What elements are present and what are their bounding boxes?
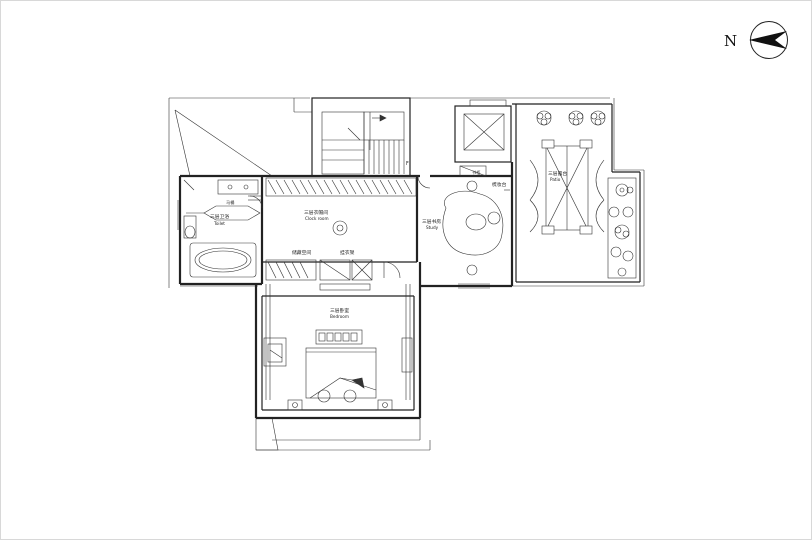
hanging-closet-label: 挂衣架	[340, 249, 355, 256]
nightstand-right	[377, 399, 393, 411]
compass-needle	[749, 31, 787, 49]
roof-outline	[168, 97, 645, 451]
bed	[305, 347, 377, 403]
toilet-label-en: Toilet	[213, 221, 225, 226]
study-label-cn: 三层书房	[422, 218, 441, 225]
study: 书柜 三层书房 Study 梳妆台	[422, 165, 510, 276]
walls	[177, 97, 641, 420]
study-top-label: 书柜	[472, 169, 480, 176]
patio: 三层露台 Patio	[529, 110, 637, 279]
study-label-en: Study	[426, 225, 439, 230]
stair-label: F	[406, 161, 409, 167]
toilet-top-label: 马桶	[226, 199, 234, 206]
bedroom: 三层卧室 Bedroom	[263, 307, 413, 411]
cloakroom-label-en: Clock room	[305, 216, 329, 221]
patio-label-cn: 三层露台	[548, 170, 567, 177]
toilet-room: 马桶 三层卫浴 Toilet	[183, 179, 263, 278]
cloakroom: 三层衣帽间 Clock room 储藏空间 挂衣架	[265, 175, 431, 291]
cloakroom-label-cn: 三层衣帽间	[304, 209, 328, 216]
bedroom-label-cn: 三层卧室	[330, 307, 349, 314]
patio-label-en: Patio	[550, 177, 561, 182]
dressing-table-label: 梳妆台	[492, 181, 507, 188]
nightstand-left	[287, 399, 303, 411]
headboard-cabinet	[315, 329, 363, 345]
north-arrow: N	[724, 21, 788, 59]
wardrobe-hangers	[267, 179, 413, 195]
storage-space-label: 储藏空间	[292, 249, 311, 256]
armchair	[263, 337, 287, 367]
tv-cabinet	[401, 337, 413, 373]
north-label: N	[724, 32, 737, 50]
planter-top-mid	[568, 110, 584, 126]
planter-top-left	[536, 110, 552, 126]
toilet-label-cn: 三层卫浴	[210, 213, 229, 220]
column-block	[463, 99, 507, 151]
staircase: F	[321, 111, 409, 175]
planter-top-right	[590, 110, 606, 126]
planter-right-column	[607, 177, 637, 279]
bedroom-label-en: Bedroom	[330, 314, 349, 319]
patio-gazebo	[529, 139, 605, 235]
